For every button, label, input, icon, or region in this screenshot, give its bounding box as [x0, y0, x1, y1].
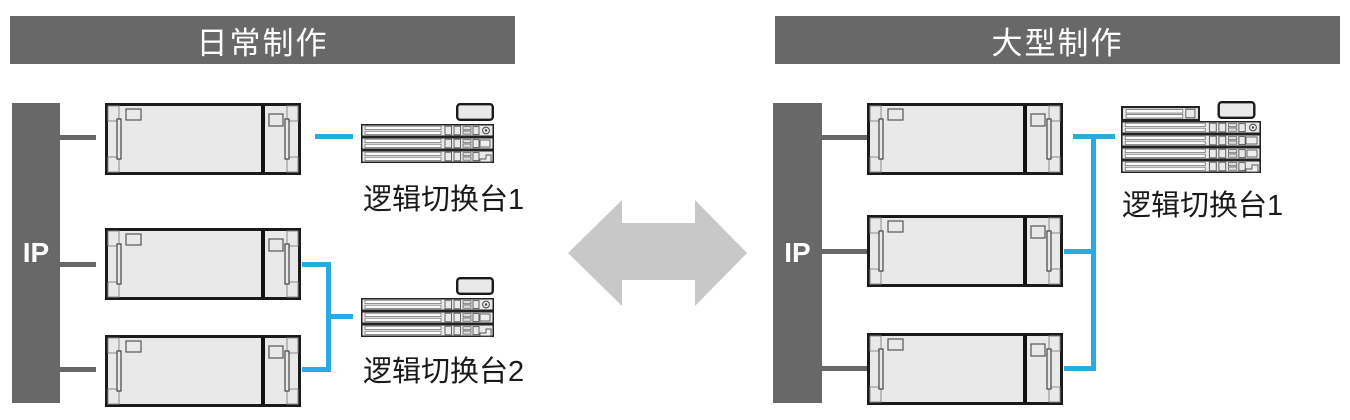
right-logic-switcher-1-icon: [1121, 101, 1261, 173]
left-ip-link-3: [60, 367, 96, 372]
left-switcher-1-label: 逻辑切换台1: [363, 184, 525, 216]
right-blue-bracket-vertical: [1091, 134, 1096, 371]
left-ip-label: IP: [22, 237, 50, 268]
right-section-title: 大型制作: [991, 25, 1124, 61]
left-control-panel-1-icon: [105, 103, 301, 175]
right-ip-label: IP: [784, 237, 811, 268]
left-control-panel-2-icon: [105, 228, 301, 300]
left-ip-link-2: [60, 262, 96, 267]
right-section-header: 大型制作: [775, 16, 1340, 64]
left-blue-bracket-bottom: [302, 367, 329, 372]
right-blue-bracket-bottom: [1064, 366, 1091, 371]
left-section-header: 日常制作: [10, 16, 515, 64]
right-switcher-1-label: 逻辑切换台1: [1122, 190, 1284, 222]
left-logic-switcher-2-icon: [361, 277, 494, 337]
right-ip-link-3: [822, 366, 867, 371]
left-blue-link-panel1: [315, 134, 353, 139]
left-switcher-2-label: 逻辑切换台2: [363, 356, 525, 388]
right-ip-link-1: [822, 135, 867, 140]
right-ip-bar: IP: [773, 103, 822, 403]
right-control-panel-1-icon: [867, 103, 1063, 175]
swap-double-arrow-icon: [568, 200, 747, 306]
right-control-panel-2-icon: [867, 215, 1063, 287]
left-blue-bracket-vertical: [326, 262, 331, 372]
left-ip-link-1: [60, 135, 96, 140]
left-section-title: 日常制作: [196, 25, 329, 61]
right-control-panel-3-icon: [867, 333, 1063, 405]
left-ip-bar: IP: [12, 103, 60, 403]
left-logic-switcher-1-icon: [361, 103, 494, 163]
left-blue-bracket-top: [302, 262, 329, 267]
right-ip-link-2: [822, 249, 867, 254]
right-blue-bracket-mid: [1064, 249, 1091, 254]
left-control-panel-3-icon: [105, 335, 301, 407]
left-blue-bracket-branch: [331, 314, 353, 319]
